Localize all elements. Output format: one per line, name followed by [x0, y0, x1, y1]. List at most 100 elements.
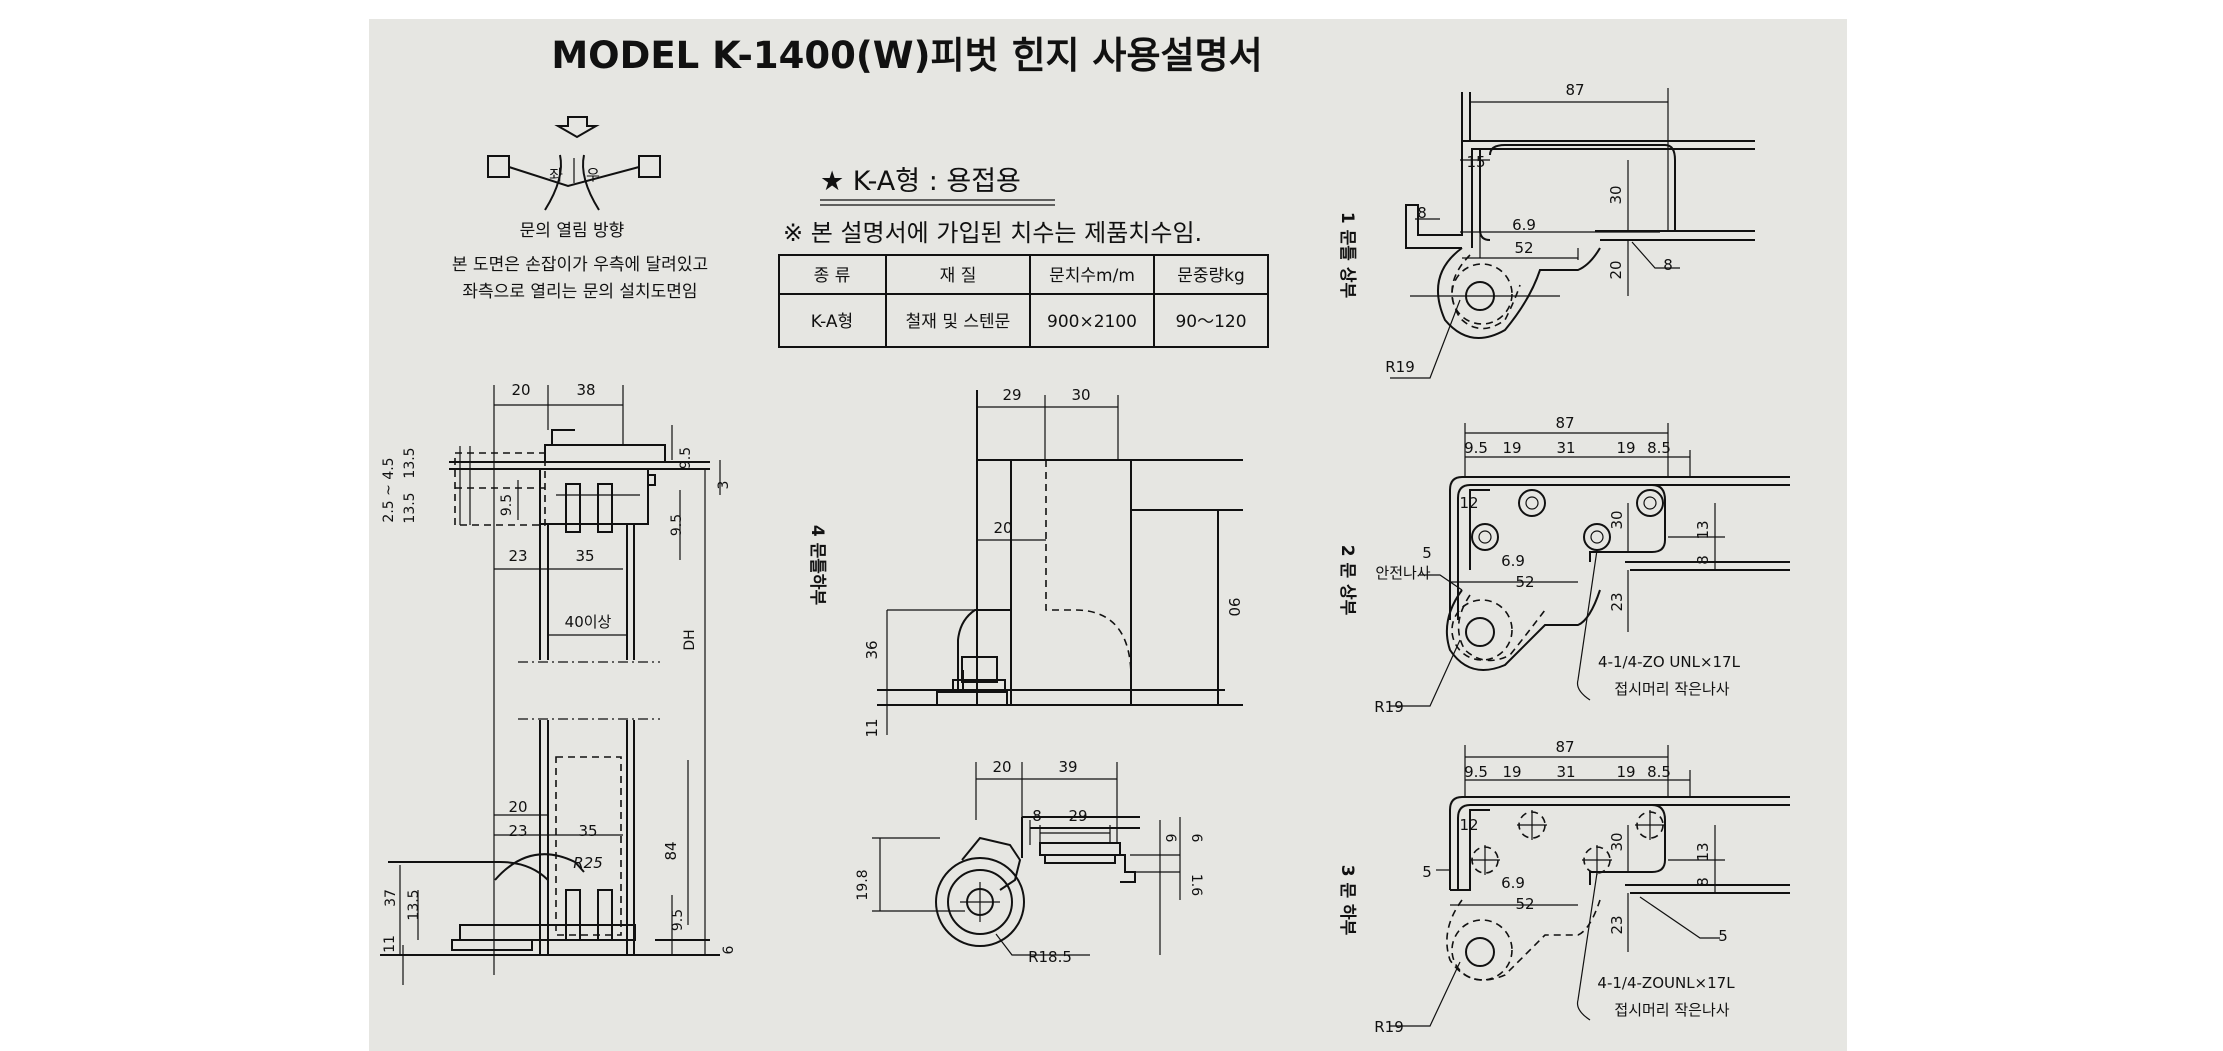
opening-direction-symbol: 좌 우 [487, 116, 661, 211]
dim-9-5: 9.5 [1464, 439, 1488, 457]
dim-9-5-inner: 9.5 [499, 494, 515, 516]
dim-r25: R25 [573, 854, 603, 872]
dim-87: 87 [1555, 414, 1574, 432]
table-cell-door-size: 900×2100 [1047, 312, 1137, 332]
drawing-sheet [369, 19, 1847, 1051]
dim-20-top: 20 [511, 381, 530, 399]
label-door-top: 2 문 상부 [1337, 545, 1357, 616]
dim-5-right: 5 [1718, 927, 1728, 945]
dim-6-9: 6.9 [1512, 216, 1536, 234]
frame-bottom-view: 29 30 20 90 36 11 [863, 386, 1243, 738]
view-2-door-top: 87 9.5 19 31 19 8.5 12 5 6.9 52 30 13 8 … [1374, 414, 1790, 716]
dim-1-6: 1.6 [1188, 874, 1204, 896]
label-frame-bottom: 4 문틀하부 [807, 525, 827, 606]
dim-12: 12 [1459, 494, 1478, 512]
direction-caption: 문의 열림 방향 [520, 221, 625, 241]
dim-20: 20 [992, 758, 1011, 776]
table-cell-type: K-A형 [811, 312, 853, 332]
table-header-type: 종 류 [814, 266, 851, 286]
dim-31: 31 [1556, 763, 1575, 781]
dim-19-a: 19 [1502, 439, 1521, 457]
type-heading: ★ K-A형 : 용접용 [820, 166, 1021, 197]
table-header-door-size: 문치수m/m [1049, 266, 1135, 286]
dim-8: 8 [1694, 877, 1712, 887]
dim-8: 8 [1694, 555, 1712, 565]
dim-52: 52 [1515, 895, 1534, 913]
direction-right-label: 우 [586, 166, 600, 184]
dim-20: 20 [1607, 260, 1625, 279]
dim-20-bottom: 20 [508, 798, 527, 816]
dim-35-bottom: 35 [578, 822, 597, 840]
dim-9-5-mid: 9.5 [669, 514, 685, 536]
screw-spec: 4-1/4-ZO UNL×17L [1598, 653, 1741, 671]
dim-30: 30 [1607, 185, 1625, 204]
label-door-frame-top: 1 문틀 상부 [1337, 212, 1357, 299]
dim-r18-5: R18.5 [1028, 948, 1072, 966]
dim-3: 3 [716, 481, 732, 490]
dim-9-5-bottom: 9.5 [670, 909, 686, 931]
dim-13: 13 [1694, 842, 1712, 861]
dim-31: 31 [1556, 439, 1575, 457]
dim-6-b: 6 [1188, 834, 1204, 843]
dim-20: 20 [993, 519, 1012, 537]
dim-39: 39 [1058, 758, 1077, 776]
dim-30: 30 [1071, 386, 1090, 404]
dim-8-right: 8 [1663, 256, 1673, 274]
pivot-detail-view: 20 39 8 29 6 6 19.8 1.6 R18.5 [855, 758, 1204, 966]
dim-23: 23 [1608, 915, 1626, 934]
dim-19-b: 19 [1616, 439, 1635, 457]
spec-table: 종 류 재 질 문치수m/m 문중량kg K-A형 철재 및 스텐문 900×2… [778, 254, 1269, 348]
view-3-door-bottom: 87 9.5 19 31 19 8.5 12 5 6.9 52 30 13 8 … [1374, 738, 1790, 1036]
safety-screw-label: 안전나사 [1375, 564, 1430, 582]
dim-40-min: 40이상 [565, 613, 612, 631]
dim-13: 13 [1694, 520, 1712, 539]
dim-13-5-c: 13.5 [406, 889, 422, 920]
screw-name: 접시머리 작은나사 [1614, 1001, 1729, 1019]
dim-r19: R19 [1385, 358, 1415, 376]
dim-35-top: 35 [575, 547, 594, 565]
dim-87: 87 [1565, 81, 1584, 99]
dim-5-left: 5 [1422, 863, 1432, 881]
dim-6-9: 6.9 [1501, 874, 1525, 892]
dim-8-5: 8.5 [1647, 763, 1671, 781]
dim-30: 30 [1608, 510, 1626, 529]
dim-6: 6 [721, 945, 737, 954]
label-door-bottom: 3 문 하부 [1337, 865, 1357, 936]
dim-13-5-b: 13.5 [402, 492, 418, 523]
dim-dh: DH [682, 629, 698, 650]
dim-36: 36 [863, 640, 881, 659]
dim-19-a: 19 [1502, 763, 1521, 781]
dim-13-5-a: 13.5 [402, 447, 418, 478]
dim-23-bottom: 23 [508, 822, 527, 840]
table-cell-material: 철재 및 스텐문 [906, 312, 1011, 332]
dim-5: 5 [1422, 544, 1432, 562]
screw-name: 접시머리 작은나사 [1614, 680, 1729, 698]
dim-6-a: 6 [1162, 834, 1178, 843]
table-header-door-weight: 문중량kg [1177, 266, 1245, 286]
dim-11: 11 [863, 718, 881, 737]
dim-84: 84 [662, 841, 680, 860]
dim-37: 37 [383, 889, 399, 907]
dim-23-top: 23 [508, 547, 527, 565]
dim-12: 12 [1459, 816, 1478, 834]
dimension-note: ※ 본 설명서에 가입된 치수는 제품치수임. [783, 219, 1202, 247]
dim-r19: R19 [1374, 698, 1404, 716]
dim-9-5-right: 9.5 [678, 447, 694, 469]
dim-8-left: 8 [1417, 204, 1427, 222]
dim-6-9: 6.9 [1501, 552, 1525, 570]
dim-23: 23 [1608, 592, 1626, 611]
dim-87: 87 [1555, 738, 1574, 756]
dim-15: 15 [1466, 153, 1485, 171]
dim-11: 11 [382, 935, 398, 953]
table-cell-door-weight: 90～120 [1175, 312, 1246, 332]
direction-note-line1: 본 도면은 손잡이가 우측에 달려있고 [452, 255, 708, 275]
dim-38: 38 [576, 381, 595, 399]
dim-19-b: 19 [1616, 763, 1635, 781]
dim-52: 52 [1515, 573, 1534, 591]
screw-spec: 4-1/4-ZOUNL×17L [1597, 974, 1735, 992]
dim-30: 30 [1608, 832, 1626, 851]
dim-8-5: 8.5 [1647, 439, 1671, 457]
view-1-door-frame-top: 87 15 8 6.9 52 30 20 8 R19 [1385, 81, 1755, 379]
dim-2-5-4-5: 2.5 ~ 4.5 [381, 457, 397, 522]
